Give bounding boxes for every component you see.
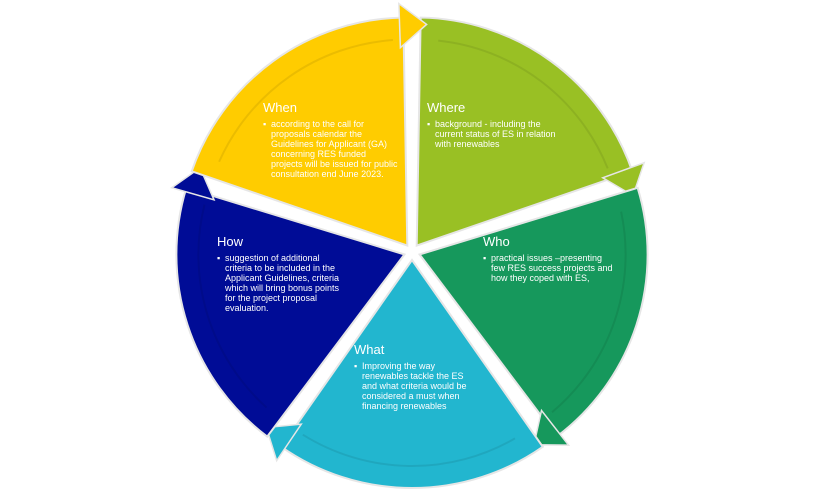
segment-how: How ▪ suggestion of additional criteria t… — [217, 234, 342, 313]
bullet-icon: ▪ — [217, 253, 221, 263]
segment-wedge-when — [190, 16, 409, 247]
arc-shadow — [197, 204, 268, 409]
segment-title: When — [263, 100, 297, 115]
bullet-icon: ▪ — [427, 119, 431, 129]
bullet-icon: ▪ — [483, 253, 487, 263]
arrowhead-icon — [398, 2, 428, 50]
segment-title: Where — [427, 100, 466, 115]
segment-title: Who — [483, 234, 510, 249]
arc-shadow — [438, 39, 609, 169]
segment-wedge-where — [415, 16, 634, 247]
segment-text: suggestion of additional criteria to be … — [225, 253, 340, 313]
bullet-icon: ▪ — [263, 119, 267, 129]
arrowhead-icon — [533, 408, 571, 446]
arrowhead-icon — [265, 423, 303, 463]
segment-title: What — [354, 342, 385, 357]
segment-text: practical issues –presenting few RES suc… — [491, 253, 613, 283]
arc-shadow — [218, 39, 393, 163]
segment-wedge-what — [279, 258, 545, 489]
segment-text: background - including the current statu… — [435, 119, 556, 149]
segment-wedge-who — [417, 186, 649, 438]
arrowhead-icon — [601, 161, 646, 197]
segment-where: Where ▪ background - including the curren… — [427, 100, 562, 149]
segment-what: What ▪ Improving the way renewables tackl… — [354, 342, 479, 411]
segment-text: Improving the way renewables tackle the … — [362, 361, 467, 411]
segment-text: according to the call for proposals cale… — [271, 119, 398, 179]
segment-who: Who ▪ practical issues –presenting few RE… — [483, 234, 618, 283]
segment-when: When ▪ according to the call for proposal… — [263, 100, 398, 179]
bullet-icon: ▪ — [354, 361, 358, 371]
segment-title: How — [217, 234, 244, 249]
segment-wedge-how — [175, 186, 407, 438]
arc-shadow — [302, 433, 516, 467]
arc-shadow — [551, 211, 627, 414]
